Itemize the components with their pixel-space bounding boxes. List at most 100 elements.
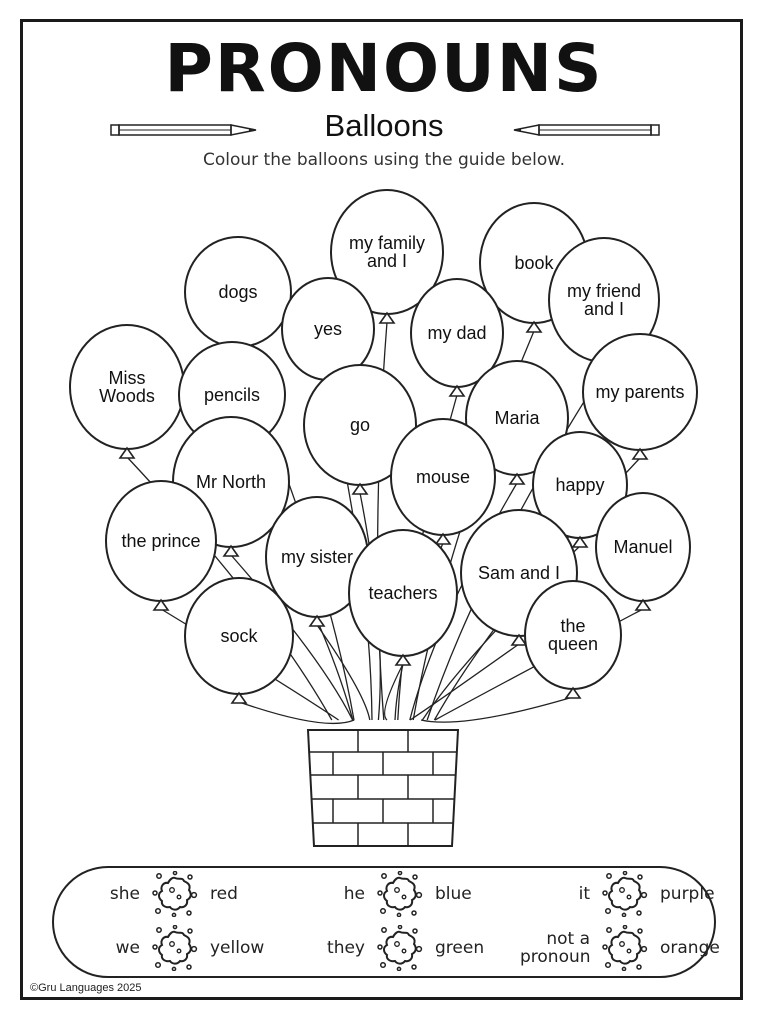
balloon-knot xyxy=(394,653,412,666)
balloon-label: Mr North xyxy=(196,472,266,492)
colour-guide-entry: it purple xyxy=(520,871,715,917)
balloon-label: yes xyxy=(314,319,342,339)
page-subtitle: Balloons xyxy=(324,108,444,143)
pronoun-label: they xyxy=(327,938,365,958)
balloon-knot xyxy=(351,482,369,495)
balloon-label: mouse xyxy=(416,467,470,487)
balloon[interactable]: teachers xyxy=(348,529,458,666)
balloon-label: sock xyxy=(220,626,258,646)
balloon-knot xyxy=(434,532,452,545)
balloon-label: dogs xyxy=(218,282,257,302)
balloon-label: Woods xyxy=(99,386,155,406)
balloon-label: Maria xyxy=(494,408,540,428)
pronoun-label: she xyxy=(109,884,140,904)
pronoun-label: it xyxy=(578,884,590,904)
balloon-label: and I xyxy=(584,299,624,319)
page-title: PRONOUNS xyxy=(164,30,604,107)
balloon[interactable]: Manuel xyxy=(595,492,691,611)
balloon-knot xyxy=(222,544,240,557)
balloon[interactable]: pencils xyxy=(178,341,286,458)
pronoun-label: we xyxy=(115,938,140,958)
colour-name-label: orange xyxy=(660,938,720,958)
balloon-knot xyxy=(378,311,396,324)
balloon-string xyxy=(238,701,355,725)
colour-guide-entry: they green xyxy=(295,925,484,971)
balloon-knot xyxy=(448,384,466,397)
pencil-right-icon xyxy=(513,124,660,136)
pencil-left-icon xyxy=(110,124,257,136)
basket-illustration xyxy=(306,729,460,847)
colour-guide-entry: she red xyxy=(70,871,238,917)
balloon-knot xyxy=(118,446,136,459)
balloon-string xyxy=(383,663,404,721)
paint-splat-icon xyxy=(152,871,198,917)
balloon[interactable]: Maria xyxy=(465,360,569,485)
colour-name-label: purple xyxy=(660,884,715,904)
pronoun-label: he xyxy=(343,884,365,904)
balloon-string xyxy=(316,624,371,721)
balloon-label: and I xyxy=(367,251,407,271)
balloon[interactable]: dogs xyxy=(184,236,292,357)
balloon-label: the xyxy=(560,616,585,636)
paint-splat-icon xyxy=(377,871,423,917)
balloon[interactable]: yes xyxy=(281,277,375,390)
balloon[interactable]: sock xyxy=(184,577,294,704)
balloon-label: happy xyxy=(555,475,604,495)
balloon[interactable]: my parents xyxy=(582,333,698,460)
balloon-knot xyxy=(571,535,589,548)
colour-name-label: blue xyxy=(435,884,472,904)
paint-splat-icon xyxy=(602,925,648,971)
balloon-knot xyxy=(230,691,248,704)
paint-splat-icon xyxy=(377,925,423,971)
balloon[interactable]: the prince xyxy=(105,480,217,611)
balloon-label: Sam and I xyxy=(478,563,560,583)
balloon-label: my parents xyxy=(595,382,684,402)
balloon[interactable]: mouse xyxy=(390,418,496,545)
balloon-label: my family xyxy=(349,233,425,253)
balloon[interactable]: my dad xyxy=(410,278,504,397)
balloon-knot xyxy=(634,598,652,611)
instructions-text: Colour the balloons using the guide belo… xyxy=(202,150,566,170)
balloon-knot xyxy=(508,472,526,485)
worksheet-border xyxy=(20,19,743,1000)
balloon-label: the prince xyxy=(121,531,200,551)
balloon-knot xyxy=(564,686,582,699)
colour-name-label: yellow xyxy=(210,938,265,958)
balloon-label: my dad xyxy=(427,323,486,343)
balloon-label: Manuel xyxy=(613,537,672,557)
balloon-knot xyxy=(631,447,649,460)
colour-name-label: green xyxy=(435,938,485,958)
balloon-label: Miss xyxy=(109,368,146,388)
balloon-label: my sister xyxy=(281,547,353,567)
balloon-string xyxy=(420,696,574,723)
balloon-label: queen xyxy=(548,634,598,654)
colour-guide xyxy=(52,866,716,978)
paint-splat-icon xyxy=(602,871,648,917)
balloon-string xyxy=(409,643,520,721)
balloon-knot xyxy=(308,614,326,627)
paint-splat-icon xyxy=(152,925,198,971)
copyright-text: ©Gru Languages 2025 xyxy=(30,982,142,994)
balloon-label: go xyxy=(350,415,370,435)
colour-name-label: red xyxy=(210,884,238,904)
balloon-label: my friend xyxy=(567,281,641,301)
balloon-knot xyxy=(525,320,543,333)
balloon[interactable]: my sister xyxy=(265,496,369,627)
balloon-label: pencils xyxy=(204,385,260,405)
balloon-label: book xyxy=(514,253,554,273)
colour-guide-entry: we yellow xyxy=(70,925,264,971)
colour-guide-entry: he blue xyxy=(295,871,472,917)
balloon[interactable]: go xyxy=(303,364,417,495)
balloon-knot xyxy=(152,598,170,611)
balloon-label: teachers xyxy=(368,583,437,603)
balloon-knot xyxy=(510,633,528,646)
balloon[interactable]: happy xyxy=(532,431,628,548)
